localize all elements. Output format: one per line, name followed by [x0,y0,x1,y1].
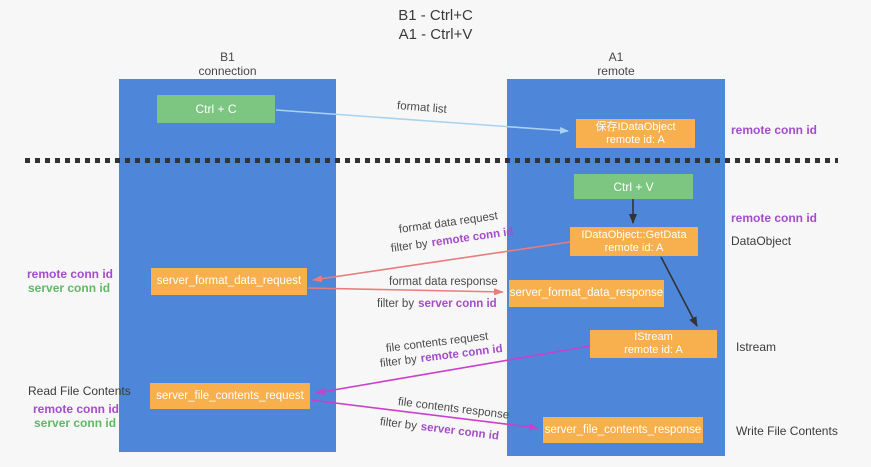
lane-header-a1: A1 remote [507,50,725,78]
node-server-format-data-response-label: server_format_data_response [509,287,664,299]
annotation-read-file-contents: Read File Contents [28,384,131,398]
annotation-left-remote-conn-id-1: remote conn id [27,267,114,281]
node-idataobject-getdata: IDataObject::GetData remote id: A [570,227,698,256]
server-conn-id-text: server conn id [418,298,497,310]
filter-by-text: filter by [390,237,429,255]
node-server-file-contents-request: server_file_contents_request [150,383,310,409]
node-server-format-data-request: server_format_data_request [151,268,307,295]
filter-by-text: filter by [379,416,418,433]
node-server-format-data-request-label: server_format_data_request [156,275,302,287]
annotation-write-file-contents: Write File Contents [736,424,838,438]
arrow-format-data-response [307,287,504,296]
node-istream-line1: IStream [634,331,673,343]
node-getdata-line2: remote id: A [604,241,664,254]
node-ctrl-c: Ctrl + C [157,95,275,123]
label-format-data-response: format data response [389,276,498,288]
node-server-file-contents-response: server_file_contents_response [543,417,703,443]
node-istream-line2: remote id: A [624,344,683,356]
node-server-file-contents-response-label: server_file_contents_response [544,423,702,436]
lane-header-b1: B1 connection [119,50,336,78]
dashed-separator [25,158,838,163]
label-file-contents-response: file contents response [397,396,510,422]
node-istream: IStream remote id: A [590,330,717,358]
filter-by-text: filter by [377,298,415,310]
lane-b1-subtitle: connection [198,64,257,78]
lane-a1-name: A1 [608,50,624,64]
node-save-idataobject-line2: remote id: A [606,133,665,146]
server-conn-id-text: server conn id [420,421,500,443]
annotation-remote-conn-id-mid: remote conn id [731,211,818,225]
node-save-idataobject: 保存IDataObject remote id: A [576,119,695,148]
annotation-remote-conn-id-top: remote conn id [731,123,818,137]
node-server-format-data-response: server_format_data_response [509,280,664,307]
node-save-idataobject-line1: 保存IDataObject [595,120,676,133]
annotation-left-server-conn-id-1: server conn id [28,281,111,295]
lane-a1-subtitle: remote [597,64,635,78]
filter-by-text: filter by [379,353,418,370]
annotation-left-remote-conn-id-2: remote conn id [33,402,120,416]
annotation-left-server-conn-id-2: server conn id [34,416,117,430]
diagram-title: B1 - Ctrl+C A1 - Ctrl+V [0,6,871,44]
annotation-dataobject: DataObject [731,234,792,248]
node-getdata-line1: IDataObject::GetData [581,228,687,241]
node-ctrl-c-label: Ctrl + C [195,102,237,116]
label-format-list: format list [396,100,448,116]
annotation-istream: Istream [736,340,777,354]
title-line-2: A1 - Ctrl+V [398,26,473,43]
node-server-file-contents-request-label: server_file_contents_request [156,389,304,402]
node-ctrl-v-label: Ctrl + V [613,179,654,194]
lane-b1-name: B1 [220,50,235,64]
title-line-1: B1 - Ctrl+C [398,7,473,24]
node-ctrl-v: Ctrl + V [574,174,693,199]
